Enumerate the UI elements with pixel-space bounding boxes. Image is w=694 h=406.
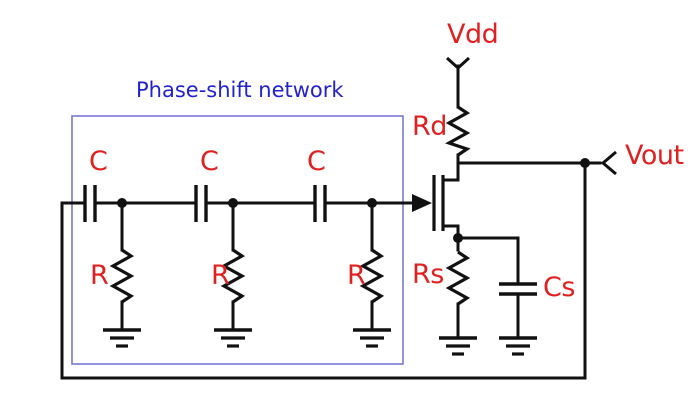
transistor-q1	[432, 161, 460, 245]
node-dot-vout	[580, 158, 590, 168]
ground-gnd-r1	[103, 328, 141, 348]
resistor-rs	[445, 250, 471, 306]
label-vdd: Vdd	[447, 19, 499, 50]
label-rd: Rd	[412, 111, 447, 142]
gate-arrow-icon	[412, 194, 432, 212]
label-r3: R	[347, 260, 366, 291]
label-r2: R	[211, 260, 230, 291]
resistor-r3	[359, 248, 385, 304]
label-c1: C	[89, 146, 108, 177]
ground-gnd-rs	[439, 336, 477, 356]
label-cs: Cs	[543, 272, 575, 303]
label-rs: Rs	[412, 259, 444, 290]
resistor-r1	[109, 248, 135, 304]
vout-terminal-arrow-icon	[600, 150, 617, 176]
resistor-r2	[220, 248, 246, 304]
label-c2: C	[200, 146, 219, 177]
phase-shift-network-box	[71, 115, 404, 365]
ground-gnd-r2	[214, 328, 252, 348]
ground-gnd-cs	[499, 336, 537, 356]
label-r1: R	[90, 260, 109, 291]
vdd-terminal-arrow-icon	[445, 56, 471, 71]
ground-gnd-r3	[353, 328, 391, 348]
label-vout: Vout	[625, 140, 684, 171]
phase-shift-network-title: Phase-shift network	[136, 78, 344, 102]
label-c3: C	[307, 146, 326, 177]
resistor-rd	[445, 105, 471, 157]
